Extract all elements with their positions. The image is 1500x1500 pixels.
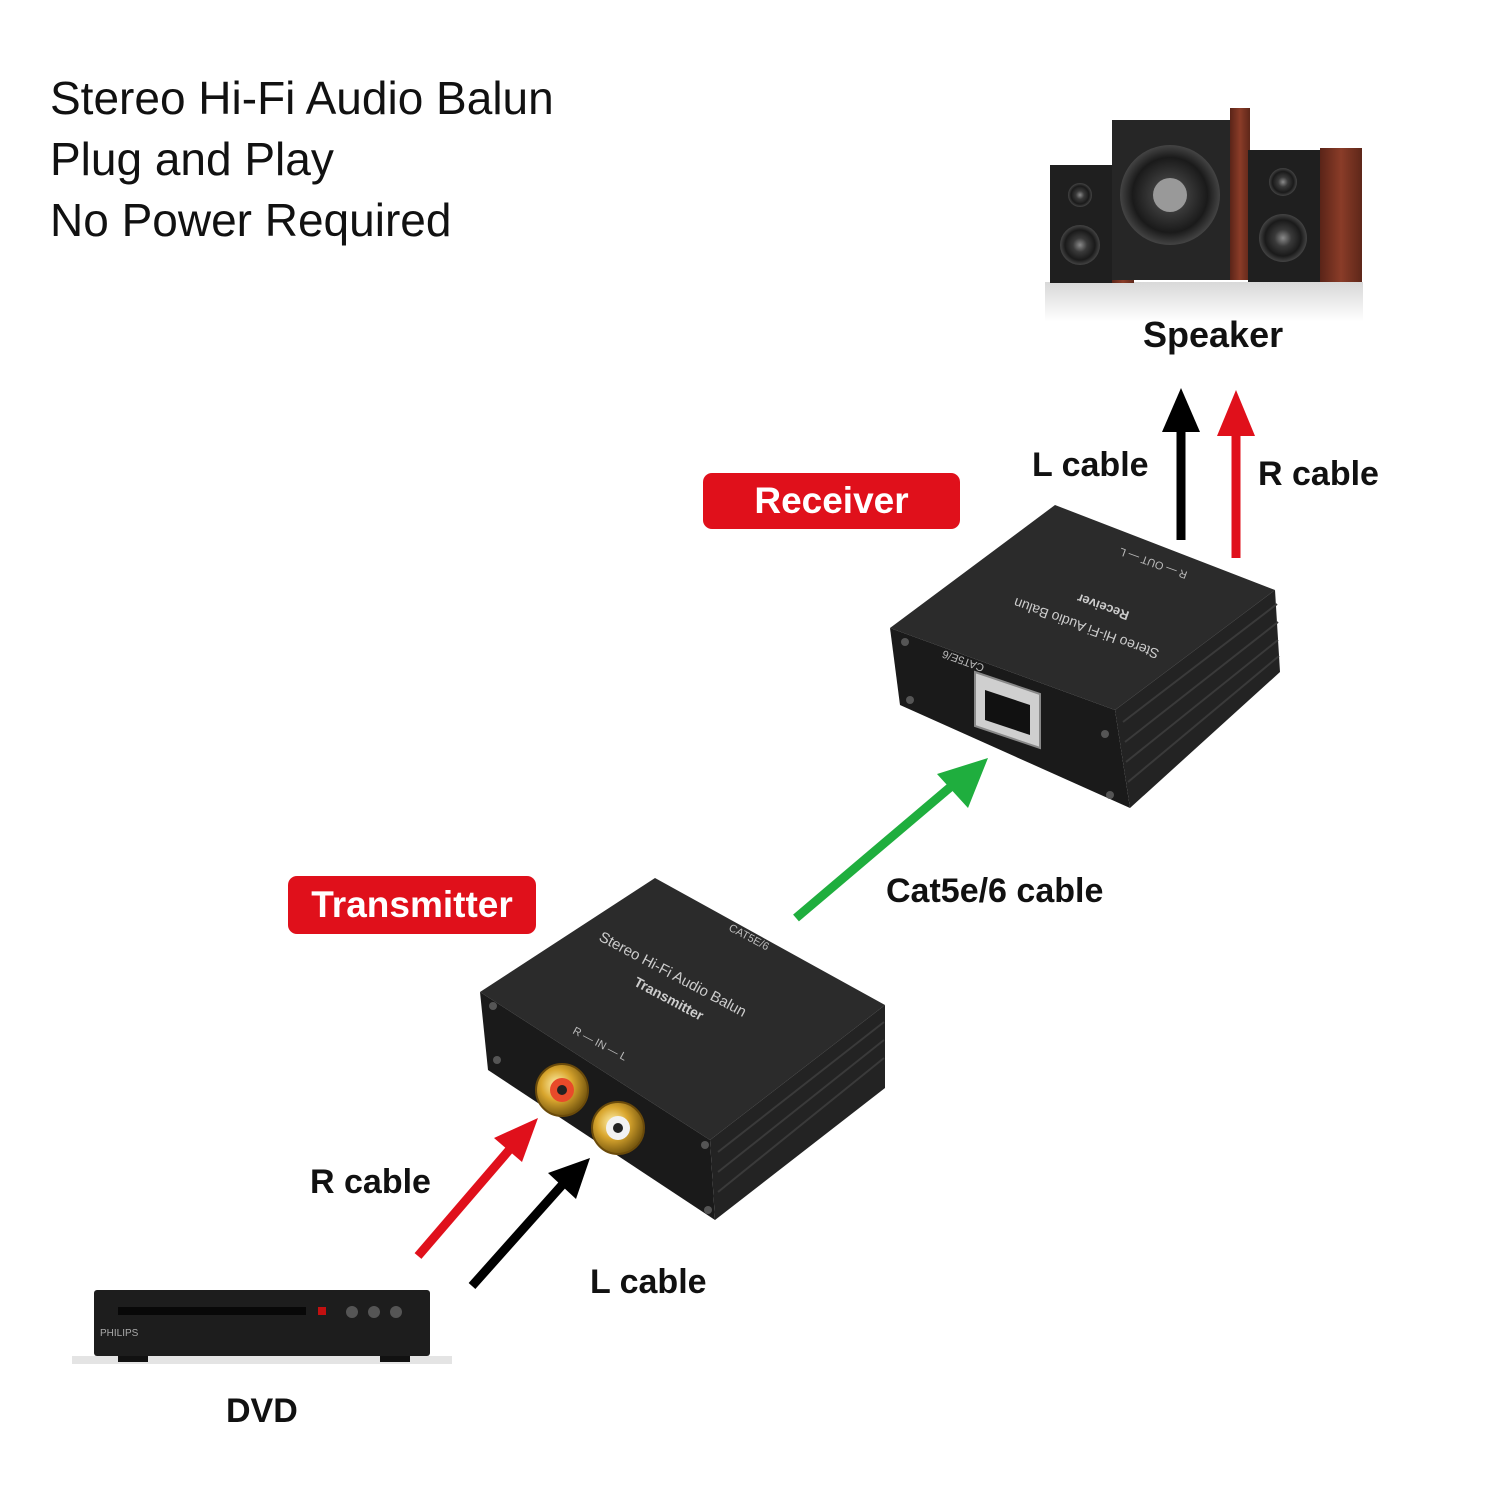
dvd-right-cable-label: R cable — [310, 1163, 431, 1201]
dvd-right-arrow — [414, 1118, 538, 1259]
headline-line-2: Plug and Play — [50, 133, 334, 185]
dvd-left-arrow — [468, 1158, 590, 1289]
receiver-device — [890, 505, 1280, 808]
rca-jack-left — [591, 1101, 645, 1155]
transmitter-device — [480, 878, 885, 1220]
speaker-image — [1045, 108, 1363, 322]
transmitter-badge: Transmitter — [288, 876, 536, 934]
rca-jack-right — [535, 1063, 589, 1117]
receiver-badge: Receiver — [703, 473, 960, 529]
speaker-left-cable-label: L cable — [1032, 446, 1149, 484]
dvd-player-image — [72, 1290, 452, 1364]
headline-line-3: No Power Required — [50, 194, 452, 246]
headline-line-1: Stereo Hi-Fi Audio Balun — [50, 72, 554, 124]
dvd-brand-label: PHILIPS — [100, 1328, 139, 1339]
speaker-right-arrow — [1217, 390, 1255, 558]
dvd-left-cable-label: L cable — [590, 1263, 707, 1301]
dvd-label: DVD — [226, 1392, 298, 1430]
speaker-label: Speaker — [1143, 314, 1284, 355]
cat5e-cable-label: Cat5e/6 cable — [886, 872, 1104, 910]
speaker-right-cable-label: R cable — [1258, 455, 1379, 493]
cat5e-link-arrow — [793, 758, 988, 922]
speaker-left-arrow — [1162, 388, 1200, 540]
headline: Stereo Hi-Fi Audio Balun Plug and Play N… — [50, 68, 554, 251]
